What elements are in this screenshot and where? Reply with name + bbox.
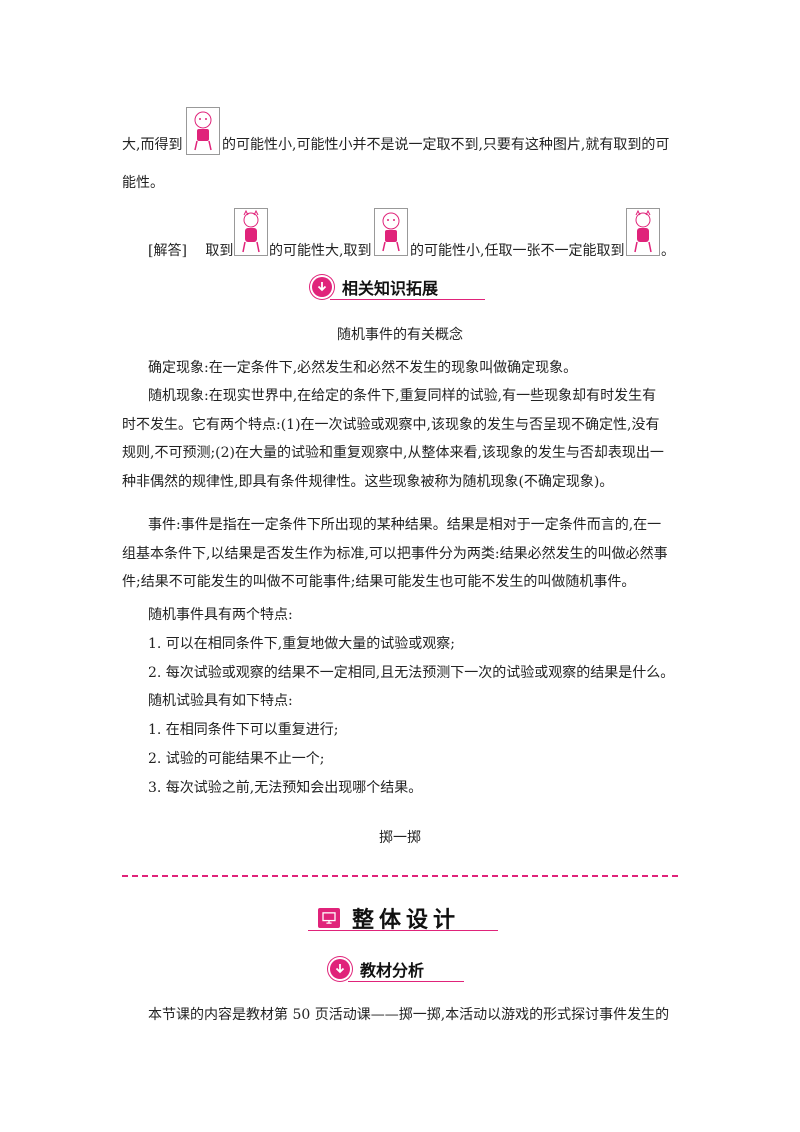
section-heading-text: 教材分析 [360, 961, 425, 980]
paragraph-line: 事件:事件是指在一定条件下所出现的某种结果。结果是相对于一定条件而言的,在一 [148, 517, 662, 533]
paragraph-line: 种非偶然的规律性,即具有条件规律性。这些现象被称为随机现象(不确定现象)。 [122, 474, 614, 490]
answer-line: [解答] 取到 [148, 240, 233, 260]
paragraph-line: 3. 每次试验之前,无法预知会出现哪个结果。 [148, 780, 423, 796]
dashed-divider [122, 875, 678, 877]
section-heading: 相关知识拓展 [312, 275, 438, 299]
monkey-picture-icon [186, 107, 220, 155]
paragraph-line: 的可能性小,可能性小并不是说一定取不到,只要有这种图片,就有取到的可 [222, 134, 669, 154]
text-segment: 。 [661, 243, 675, 259]
text-segment: 的可能性大,取到 [269, 243, 372, 259]
text-segment: 的可能性小,任取一张不一定能取到 [410, 243, 625, 259]
main-heading: 整体设计 [318, 902, 460, 934]
paragraph-line: 随机试验具有如下特点: [148, 693, 293, 709]
answer-line: 的可能性小,任取一张不一定能取到 [410, 240, 624, 260]
cat-picture-icon [234, 208, 268, 256]
download-arrow-icon [330, 959, 350, 979]
heading-underline [330, 299, 485, 300]
paragraph-line: 随机现象:在现实世界中,在给定的条件下,重复同样的试验,有一些现象却有时发生有 [148, 388, 657, 404]
paragraph-line: 规则,不可预测;(2)在大量的试验和重复观察中,从整体来看,该现象的发生与否却表… [122, 445, 664, 461]
heading-underline [348, 981, 464, 982]
section-heading: 教材分析 [330, 957, 424, 981]
paragraph-line: 2. 每次试验或观察的结果不一定相同,且无法预测下一次的试验或观察的结果是什么。 [148, 665, 675, 681]
section-heading-text: 相关知识拓展 [342, 279, 439, 298]
paragraph-line: 时不发生。它有两个特点:(1)在一次试验或观察中,该现象的发生与否呈现不确定性,… [122, 417, 660, 433]
paragraph-line: 大,而得到 [122, 134, 182, 154]
paragraph-line: 能性。 [122, 175, 164, 191]
paragraph-line: 1. 在相同条件下可以重复进行; [148, 722, 339, 738]
paragraph-line: 1. 可以在相同条件下,重复地做大量的试验或观察; [148, 636, 455, 652]
section-subtitle: 随机事件的有关概念 [337, 327, 463, 343]
paragraph-line: 2. 试验的可能结果不止一个; [148, 751, 325, 767]
answer-label: [解答] [148, 243, 187, 259]
text-segment: 取到 [205, 243, 234, 259]
paragraph-line: 件;结果不可能发生的叫做不可能事件;结果可能发生也可能不发生的叫做随机事件。 [122, 574, 636, 590]
paragraph-line: 随机事件具有两个特点: [148, 607, 293, 623]
text-segment: 大,而得到 [122, 137, 183, 153]
main-heading-text: 整体设计 [352, 908, 461, 933]
answer-line: 的可能性大,取到 [269, 240, 371, 260]
paragraph-line: 组基本条件下,以结果是否发生作为标准,可以把事件分为两类:结果必然发生的叫做必然… [122, 546, 668, 562]
monkey-picture-icon [374, 208, 408, 256]
text-segment: 的可能性小,可能性小并不是说一定取不到,只要有这种图片,就有取到的可 [222, 137, 670, 153]
cat-picture-icon [626, 208, 660, 256]
paragraph-line: 本节课的内容是教材第 50 页活动课——掷一掷,本活动以游戏的形式探讨事件发生的 [148, 1007, 670, 1023]
paragraph-line: 确定现象:在一定条件下,必然发生和必然不发生的现象叫做确定现象。 [148, 360, 578, 376]
lesson-title: 掷一掷 [379, 830, 421, 846]
monitor-icon [318, 908, 340, 928]
heading-underline [308, 930, 498, 931]
download-arrow-icon [312, 277, 332, 297]
